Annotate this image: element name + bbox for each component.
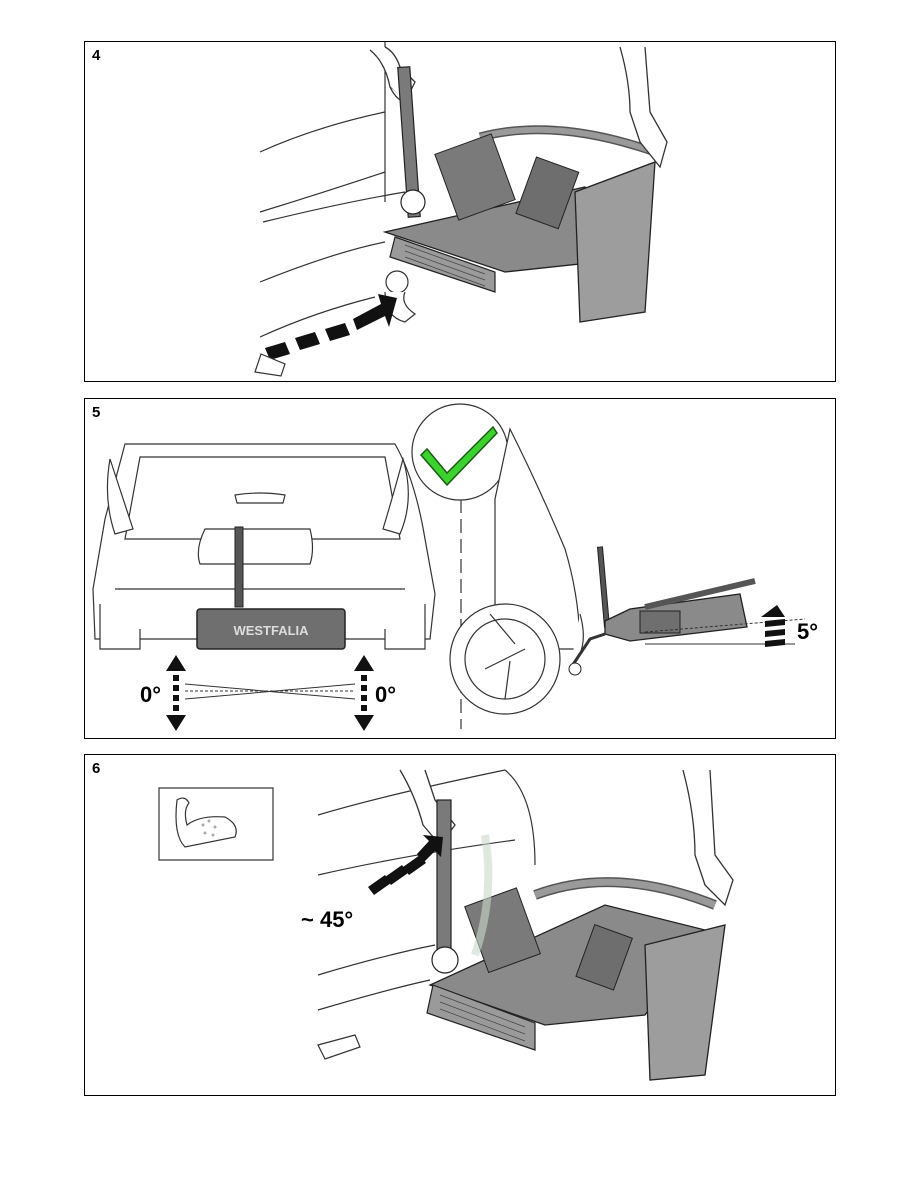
bike-carrier-icon [385,67,655,322]
bike-carrier-side-icon [569,547,755,675]
trailer-hitch-bar-icon [255,354,285,376]
vertical-level-arrow-right-icon [354,655,374,731]
step-4-panel: 4 [84,41,836,382]
bike-carrier-icon [427,800,725,1080]
strength-arm-icon [159,788,273,860]
trailer-hitch-bar-icon [318,1035,360,1059]
tilt-up-arrow-icon [761,605,785,647]
step-4-illustration [85,42,836,382]
step-6-panel: 6 [84,754,836,1096]
vertical-level-arrow-left-icon [166,655,186,731]
step-6-illustration: ~ 45° [85,755,836,1096]
step-5-illustration: WESTFALIA 0° 0° [85,399,836,739]
step-5-panel: 5 WESTFALIA [84,398,836,739]
tilt-angle-label: 5° [797,619,818,644]
car-rear-outline [260,42,405,337]
push-direction-arrow-icon [368,835,443,895]
angle-right-label: 0° [375,682,396,707]
brand-plate-text: WESTFALIA [233,623,309,638]
angle-left-label: 0° [140,682,161,707]
hand-right-icon [683,770,733,905]
check-mark-icon [412,404,508,500]
insert-direction-arrow-icon [265,294,397,360]
tilt-angle-label: ~ 45° [301,907,353,932]
level-lines [185,684,355,699]
